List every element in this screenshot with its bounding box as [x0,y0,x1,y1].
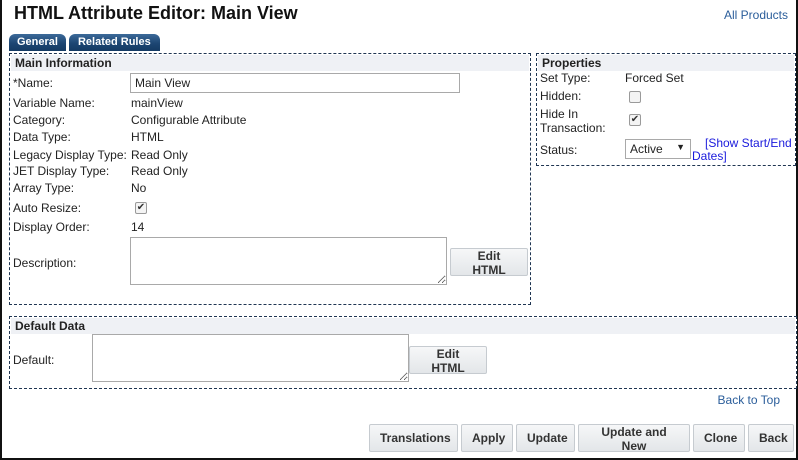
name-input[interactable] [130,73,460,93]
default-data-header: Default Data [11,318,795,334]
checkmark-icon: ✔ [136,202,146,213]
tab-general[interactable]: General [9,34,66,51]
dropdown-arrow-icon: ▼ [676,142,685,152]
array-type-value: No [131,181,147,195]
checkmark-icon: ✔ [630,114,640,125]
display-order-label: Display Order: [13,220,90,234]
data-type-value: HTML [131,130,164,144]
status-select[interactable]: Active ▼ [625,139,691,159]
legacy-display-type-value: Read Only [131,148,188,162]
default-data-panel: Default Data Default: Edit HTML [9,316,797,389]
legacy-display-type-label: Legacy Display Type: [13,148,127,162]
description-label: Description: [13,256,77,270]
hide-in-transaction-label-line1: Hide In [540,107,579,121]
jet-display-type-value: Read Only [131,164,188,178]
translations-button[interactable]: Translations [369,424,458,452]
data-type-label: Data Type: [13,130,71,144]
array-type-label: Array Type: [13,181,75,195]
main-information-panel: Main Information *Name: Variable Name: m… [9,53,531,305]
properties-header: Properties [538,55,794,71]
tab-related-rules[interactable]: Related Rules [68,34,160,51]
back-to-top-link[interactable]: Back to Top [717,393,780,407]
update-button[interactable]: Update [516,424,575,452]
variable-name-label: Variable Name: [13,96,95,110]
page-title: HTML Attribute Editor: Main View [14,3,298,23]
default-edit-html-button[interactable]: Edit HTML [409,346,487,375]
description-textarea[interactable] [130,237,447,285]
auto-resize-checkbox[interactable]: ✔ [135,202,147,214]
update-and-new-button[interactable]: Update and New [578,424,690,453]
edit-html-button[interactable]: Edit HTML [450,248,528,277]
apply-button[interactable]: Apply [461,424,513,452]
set-type-label: Set Type: [540,71,591,85]
show-dates-link-line1[interactable]: [Show Start/End [705,136,792,150]
back-button[interactable]: Back [748,424,794,452]
hidden-label: Hidden: [540,89,582,103]
status-label: Status: [540,143,578,157]
default-textarea[interactable] [92,334,409,382]
properties-panel: Properties Set Type: Forced Set Hidden: … [536,53,796,166]
set-type-value: Forced Set [625,71,684,85]
hide-in-transaction-checkbox[interactable]: ✔ [629,114,641,126]
display-order-value: 14 [131,220,145,234]
clone-button[interactable]: Clone [693,424,745,452]
category-value: Configurable Attribute [131,113,247,127]
default-label: Default: [13,353,55,367]
auto-resize-label: Auto Resize: [13,201,82,215]
name-label: *Name: [13,76,54,90]
all-products-link[interactable]: All Products [723,8,788,22]
variable-name-value: mainView [131,96,183,110]
hide-in-transaction-label-line2: Transaction: [540,121,606,135]
status-selected-value: Active [630,142,663,156]
main-information-header: Main Information [11,55,529,71]
jet-display-type-label: JET Display Type: [13,164,110,178]
tab-bar: General Related Rules [9,34,160,51]
category-label: Category: [13,113,66,127]
hidden-checkbox[interactable] [629,91,641,103]
show-dates-link-line2[interactable]: Dates] [692,149,727,163]
